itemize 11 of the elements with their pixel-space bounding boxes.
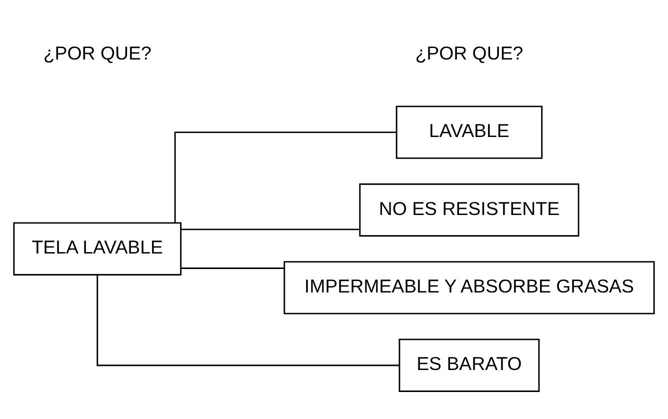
label: ¿POR QUE? <box>415 42 524 64</box>
node-box: NO ES RESISTENTE <box>359 182 580 236</box>
label: ¿POR QUE? <box>43 42 152 64</box>
node-box: IMPERMEABLE Y ABSORBE GRASAS <box>284 260 655 314</box>
node-box: TELA LAVABLE <box>13 222 182 275</box>
connector <box>180 267 284 268</box>
node-box: ES BARATO <box>398 338 540 392</box>
connector <box>96 274 400 366</box>
connector <box>174 131 396 222</box>
connector <box>180 228 360 230</box>
node-box: LAVABLE <box>396 105 543 158</box>
